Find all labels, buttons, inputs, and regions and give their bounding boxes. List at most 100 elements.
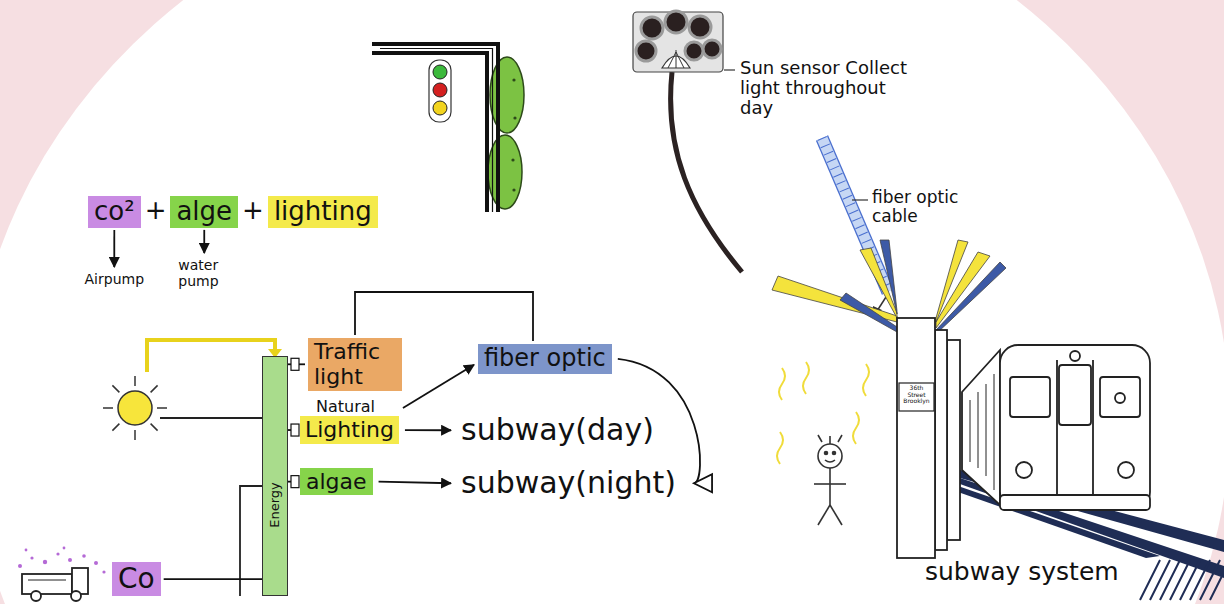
node-text: Airpump <box>85 271 145 287</box>
truck-drawing <box>28 580 66 581</box>
traffic-light-drawing <box>372 44 524 212</box>
caption-note: subway system <box>925 558 1119 587</box>
subway-train <box>970 374 994 490</box>
warmth-squiggles <box>779 368 785 400</box>
power-wire <box>160 417 262 419</box>
truck-drawing <box>71 591 81 601</box>
stick-figure <box>814 483 846 485</box>
tracks <box>1140 560 1224 600</box>
truck-drawing <box>56 552 59 555</box>
pump-label: water pump <box>172 256 236 290</box>
subway-train <box>1100 377 1140 417</box>
node-text: water pump <box>178 257 230 289</box>
sun-sensor-drawing <box>685 42 703 60</box>
connector-line <box>355 292 533 341</box>
stick-figure <box>830 505 842 525</box>
stick-figure <box>814 435 846 525</box>
plug-box <box>291 424 299 436</box>
sun-symbol <box>157 407 167 409</box>
sun-symbol <box>151 424 158 431</box>
sun-sensor-drawing <box>641 17 663 39</box>
truck-drawing <box>30 556 33 559</box>
stick-figure <box>818 435 842 444</box>
connector <box>403 365 474 408</box>
truck-drawing <box>68 558 72 562</box>
node-text: Energy <box>268 482 283 528</box>
sun-sensor-drawing <box>671 72 742 272</box>
truck-drawing <box>72 568 88 594</box>
connector-line <box>113 230 115 267</box>
warmth-squiggles <box>777 432 783 464</box>
node-text: fiber optic <box>484 345 606 373</box>
node-text: alge <box>176 197 232 227</box>
subway-pillar <box>947 340 960 540</box>
connector-line <box>379 482 451 484</box>
truck-drawing <box>31 591 41 601</box>
traffic-light-drawing <box>429 60 451 122</box>
formula-term: co² <box>88 196 141 228</box>
node-text: subway(night) <box>461 466 676 501</box>
light-beams <box>936 262 1006 334</box>
connector-line <box>203 230 205 253</box>
connector-line <box>405 429 451 431</box>
node-text: Traffic light <box>314 339 396 390</box>
callout-note: Sun sensor Collect light throughout day <box>740 58 910 118</box>
sun-symbol <box>103 407 113 409</box>
connector-line <box>164 578 262 580</box>
fiber-box: fiber optic <box>478 344 612 374</box>
truck-drawing <box>18 547 106 601</box>
stick-figure <box>818 505 830 525</box>
stick-figure <box>829 468 831 505</box>
connector-line <box>403 365 474 408</box>
truck-drawing <box>25 549 28 552</box>
light-beams <box>880 240 897 314</box>
pump-label: Airpump <box>79 270 151 288</box>
plug-box <box>291 358 299 370</box>
light-beams <box>772 240 1006 334</box>
energy-bar: Energy <box>262 356 288 596</box>
fiber-optic-cable <box>852 199 868 200</box>
truck-drawing <box>43 560 47 564</box>
subway-pillar <box>897 318 935 558</box>
sun-symbol <box>103 376 167 440</box>
sun-sensor-drawing <box>689 16 711 38</box>
plus-sign: + <box>242 196 264 226</box>
plug-box <box>291 476 299 488</box>
node-text: subway(day) <box>461 413 654 448</box>
sun-sensor-drawing <box>724 69 735 70</box>
subway-pillar <box>935 330 947 550</box>
use-label: subway(day) <box>455 412 660 449</box>
connector <box>355 292 533 341</box>
traffic-light-drawing <box>372 44 498 212</box>
truck-drawing <box>18 564 22 568</box>
node-text: algae <box>306 469 367 494</box>
node-text: Natural <box>300 398 399 416</box>
node-text: Co <box>118 563 155 595</box>
truck-drawing <box>94 561 98 565</box>
subway-train <box>1118 462 1134 478</box>
subway-train <box>1016 462 1032 478</box>
sun-symbol <box>134 430 136 440</box>
sun-sensor-drawing <box>665 11 687 33</box>
subway-train <box>1115 393 1125 403</box>
connector <box>288 424 299 436</box>
subway-pillar <box>897 318 960 558</box>
traffic-light-drawing <box>372 53 487 212</box>
warmth-squiggles <box>863 364 869 396</box>
stick-figure <box>818 444 842 468</box>
sunlight-arrow <box>147 340 275 372</box>
traffic-light-drawing <box>433 101 447 115</box>
sun-sensor-drawing <box>703 40 721 58</box>
subway-train <box>962 350 1000 505</box>
node-text: co² <box>94 197 135 227</box>
sun-symbol <box>112 385 119 392</box>
plus-sign: + <box>145 196 167 226</box>
node-text: Lighting <box>300 416 399 443</box>
sun-sensor-drawing <box>668 50 684 68</box>
source-box: algae <box>300 468 373 495</box>
traffic-light-drawing <box>433 83 447 97</box>
subway-pillar <box>899 383 934 411</box>
connector <box>114 230 115 267</box>
